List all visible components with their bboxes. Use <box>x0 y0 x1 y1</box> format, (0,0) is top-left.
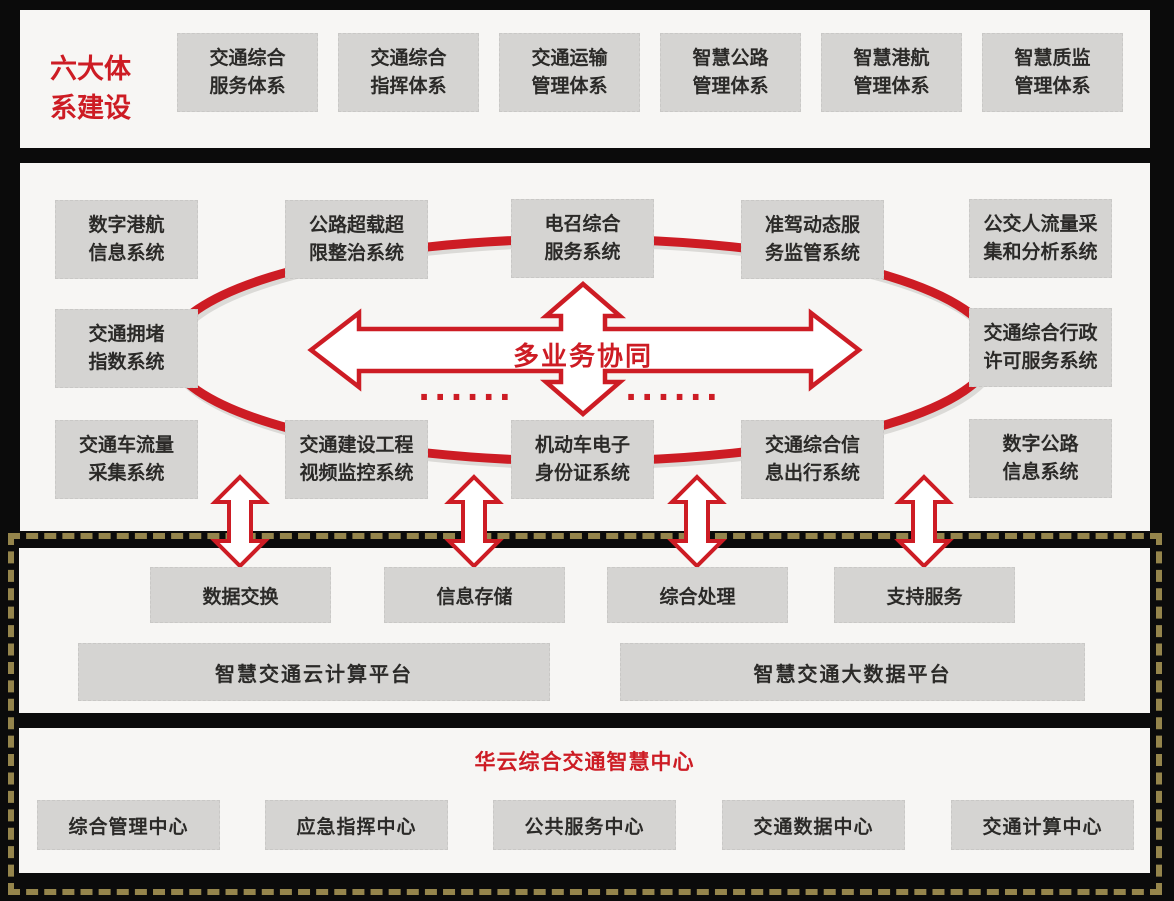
smart-center-title: 华云综合交通智慧中心 <box>474 750 695 774</box>
ellipse-bus-flow-analysis: 公交人流量采 集和分析系统 <box>969 199 1112 278</box>
ellipse-congestion-index: 交通拥堵 指数系统 <box>55 309 198 388</box>
ellipse-admin-license: 交通综合行政 许可服务系统 <box>969 308 1112 387</box>
ellipse-driving-supervision: 准驾动态服 务监管系统 <box>741 200 884 279</box>
system-smart-quality: 智慧质监 管理体系 <box>982 33 1123 112</box>
platform-info-storage: 信息存储 <box>384 567 565 623</box>
cloud-computing-platform: 智慧交通云计算平台 <box>78 643 550 701</box>
big-data-platform: 智慧交通大数据平台 <box>620 643 1085 701</box>
platform-support-service: 支持服务 <box>834 567 1015 623</box>
ellipse-ecall-service: 电召综合 服务系统 <box>511 199 654 278</box>
center-traffic-computing: 交通计算中心 <box>951 800 1134 850</box>
center-comprehensive-management: 综合管理中心 <box>37 800 220 850</box>
ellipse-vehicle-eid: 机动车电子 身份证系统 <box>511 420 654 499</box>
ellipsis-dots-right: ...... <box>625 370 722 408</box>
ellipse-overload-control: 公路超载超 限整治系统 <box>285 200 428 279</box>
ellipse-digital-highway-info: 数字公路 信息系统 <box>969 419 1112 498</box>
system-smart-port: 智慧港航 管理体系 <box>821 33 962 112</box>
center-traffic-data: 交通数据中心 <box>722 800 905 850</box>
system-comprehensive-service: 交通综合 服务体系 <box>177 33 318 112</box>
center-public-service: 公共服务中心 <box>493 800 676 850</box>
ellipse-travel-info: 交通综合信 息出行系统 <box>741 420 884 499</box>
ellipsis-dots-left: ...... <box>418 370 515 408</box>
ellipse-construction-video: 交通建设工程 视频监控系统 <box>285 420 428 499</box>
six-systems-title: 六大体 系建设 <box>50 54 131 125</box>
ellipse-vehicle-flow: 交通车流量 采集系统 <box>55 420 198 499</box>
multi-business-label: 多业务协同 <box>512 342 653 372</box>
system-transport-management: 交通运输 管理体系 <box>499 33 640 112</box>
system-smart-highway: 智慧公路 管理体系 <box>660 33 801 112</box>
ellipse-digital-port-info: 数字港航 信息系统 <box>55 200 198 279</box>
platform-comprehensive-processing: 综合处理 <box>607 567 788 623</box>
system-comprehensive-command: 交通综合 指挥体系 <box>338 33 479 112</box>
dashed-gold-frame <box>8 533 1162 895</box>
platform-data-exchange: 数据交换 <box>150 567 331 623</box>
center-emergency-command: 应急指挥中心 <box>265 800 448 850</box>
